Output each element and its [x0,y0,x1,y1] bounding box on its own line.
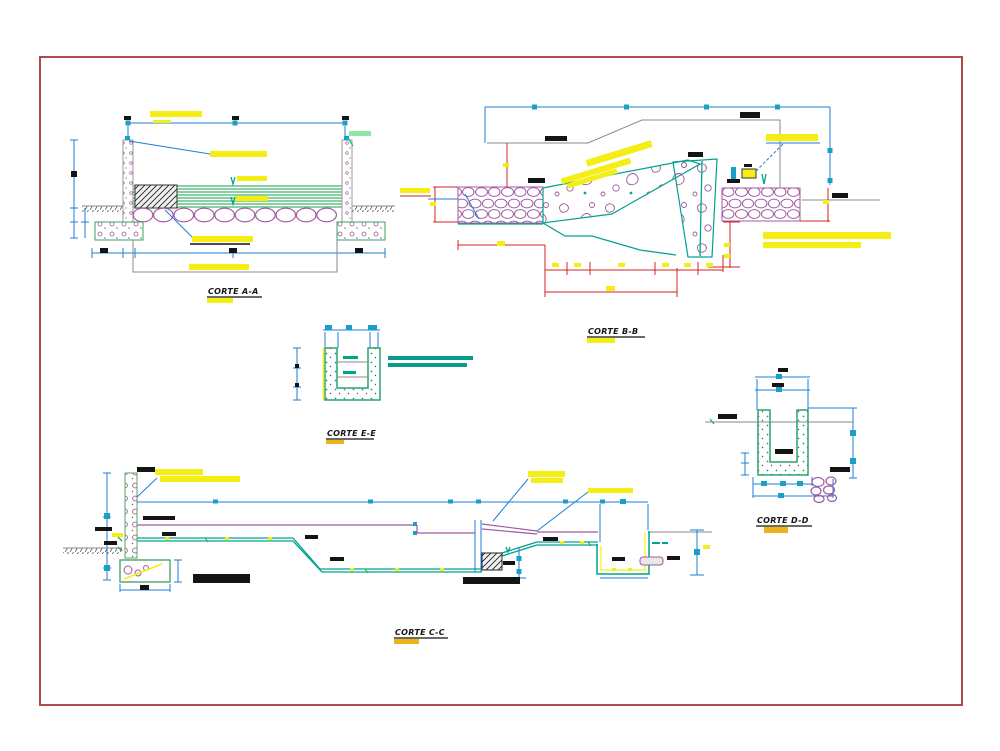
masonry-block-right [721,187,801,222]
label-corte-e-e: CORTE E-E [327,429,376,438]
section-title: CORTE A-A [207,287,262,303]
section-corte-a-a: CORTE A-A [70,111,395,303]
sheet-border [39,56,963,706]
section-corte-e-e: CORTE E-E [293,325,473,444]
dimension-lines-bottom [91,240,386,273]
right-wall [341,139,353,223]
annotations [128,111,371,270]
stone-cluster [810,476,838,504]
label-corte-c-c: CORTE C-C [395,628,445,637]
drop-structure [474,520,526,579]
rockfill-apron [542,159,702,224]
left-wall [122,139,134,223]
section-title: CORTE C-C [394,628,448,644]
masked-labels [528,112,891,248]
profile-lines [137,499,712,574]
label-corte-d-d: CORTE D-D [757,516,809,525]
gauge-annotation [731,134,820,185]
section-title: CORTE D-D [756,516,812,533]
section-corte-d-d: CORTE D-D [705,368,857,533]
dimension-lines-top [124,116,349,139]
dimension-lines-left [70,139,89,239]
red-dimensions-bottom [457,240,724,297]
ground-hatch-right [352,206,395,212]
headwall [124,472,138,559]
stone-apron-row [132,207,338,223]
masonry-block-left [457,186,544,224]
u-channel [757,409,809,476]
label-corte-a-a: CORTE A-A [208,287,259,296]
red-dimensions-right [708,188,830,268]
ground-hatch [63,548,122,554]
section-title: CORTE B-B [587,327,645,343]
ground-hatch-left [82,206,123,212]
hatched-concrete-block [134,184,178,209]
diagonal-highlights [560,140,653,189]
dimension-lines-top [484,104,833,185]
left-footing [94,221,144,241]
footing [119,559,182,592]
section-title: CORTE E-E [326,429,376,444]
u-channel [324,347,381,401]
label-corte-b-b: CORTE B-B [588,327,638,336]
dimension-lines-left [95,472,123,581]
water-level-bars [388,356,473,367]
dimension-lines-top [755,368,857,479]
outlet-pipe [639,556,664,566]
right-footing [336,221,386,241]
hatched-cutoff [481,552,503,571]
section-corte-c-c: CORTE C-C [63,467,712,644]
section-corte-b-b: CORTE B-B [400,104,891,343]
stilling-basin [596,499,710,579]
dimension-lines [293,325,380,401]
red-dimensions-left [400,143,509,223]
annotations [162,471,680,584]
rockfill-wall [672,158,718,258]
